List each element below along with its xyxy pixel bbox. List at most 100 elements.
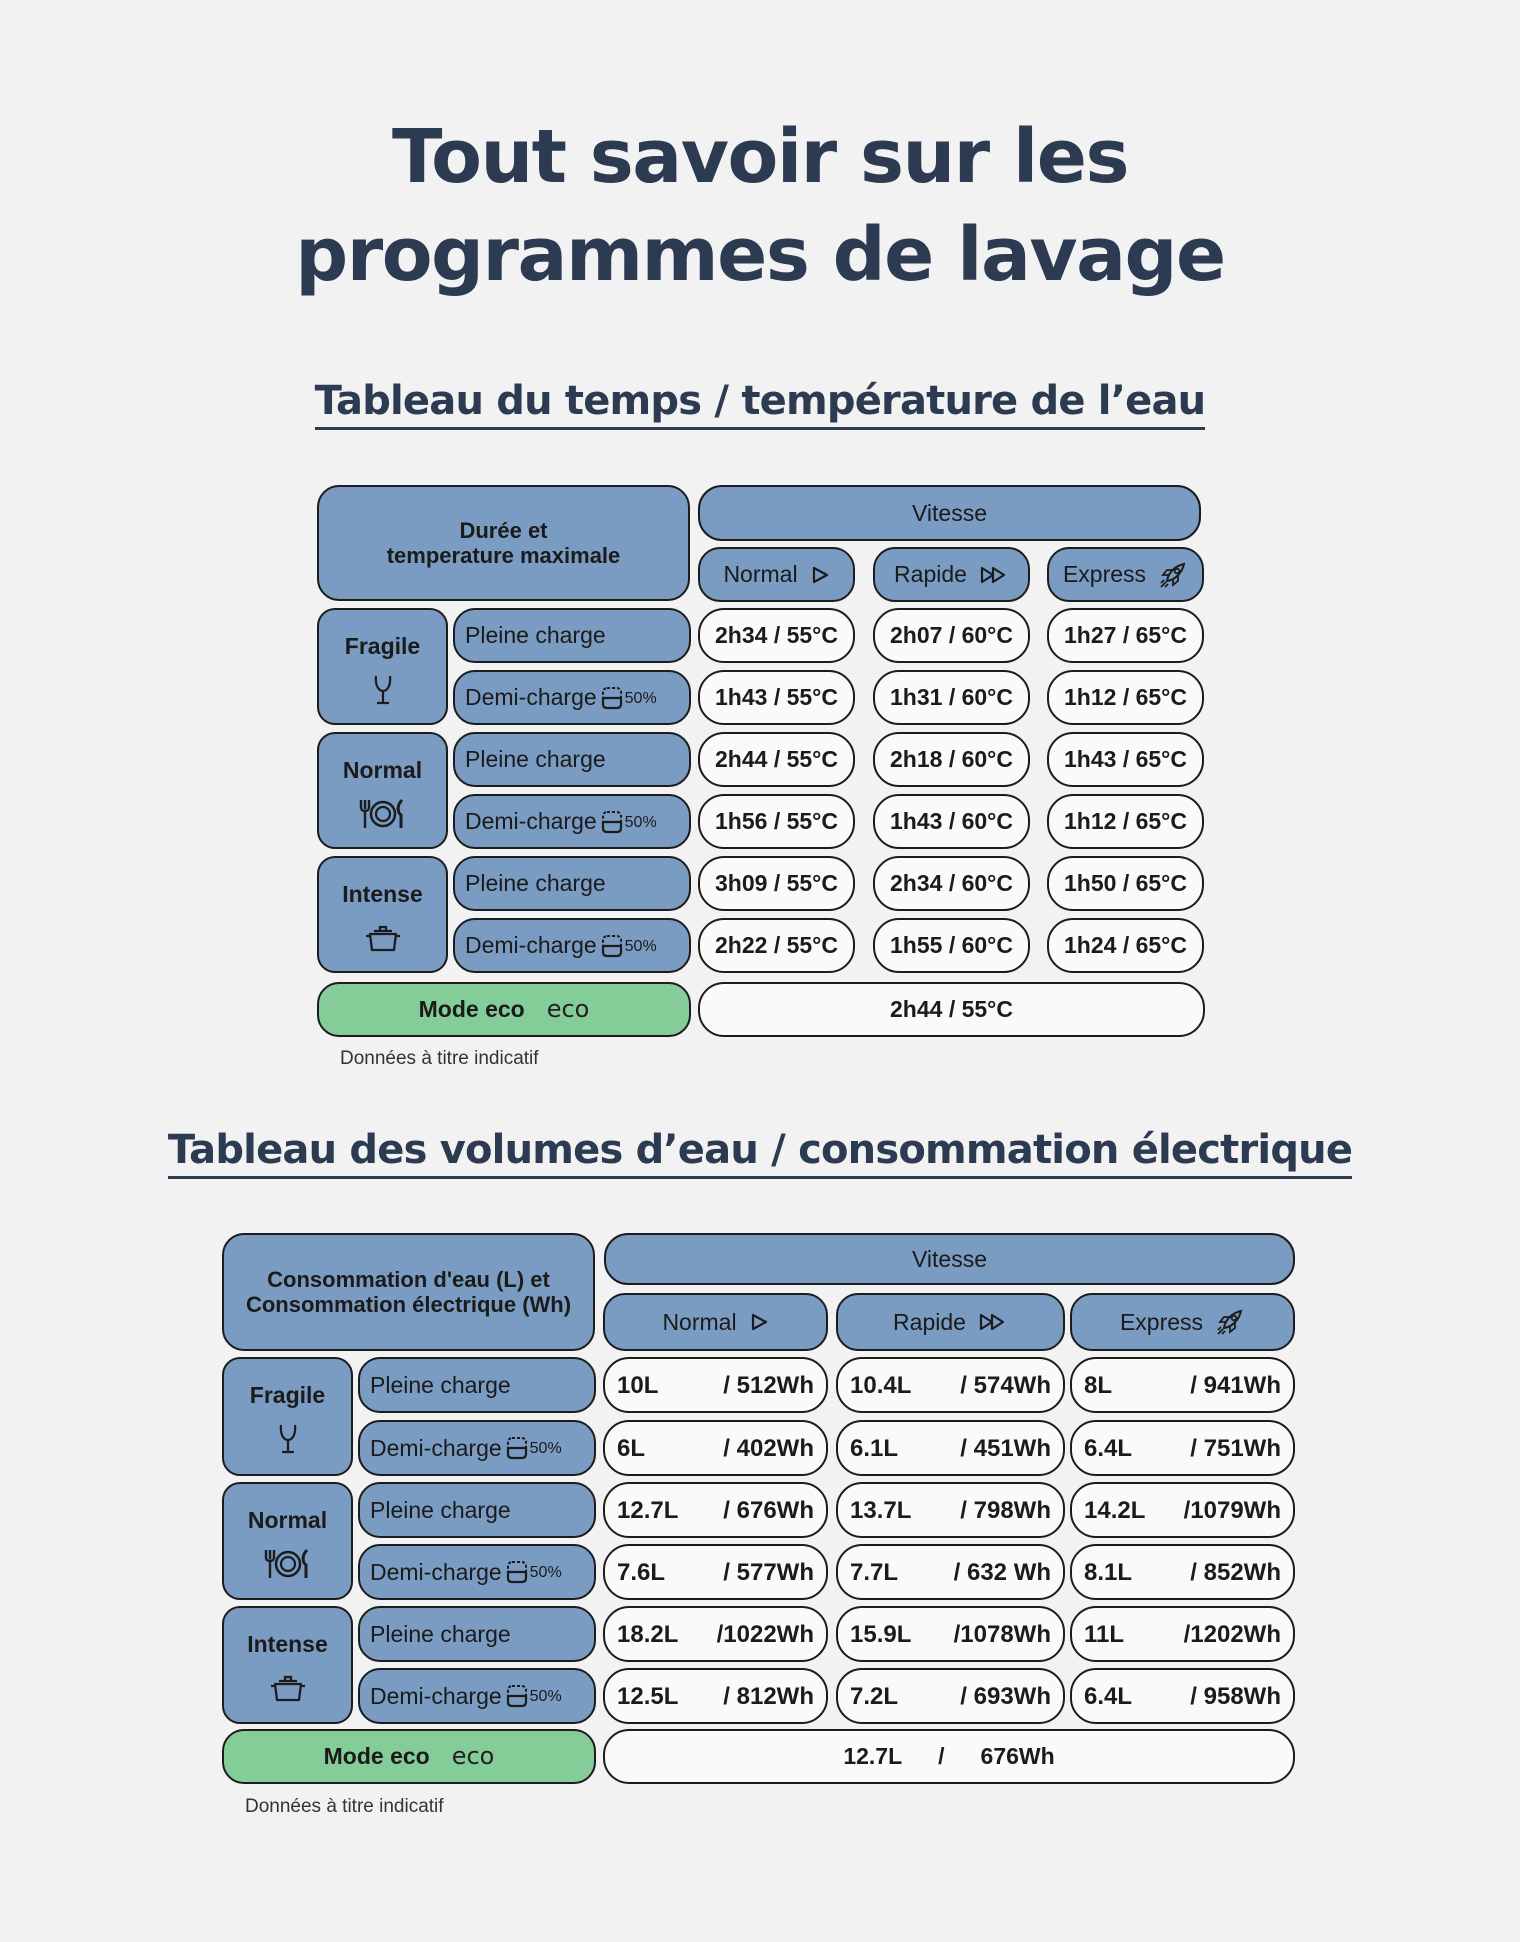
eco-icon: eco [546,995,590,1023]
eco-value: 2h44 / 55°C [890,996,1013,1022]
program-normal: Normal [222,1482,353,1600]
eco-mode-label: Mode eco eco [222,1729,596,1784]
water-volume: 11L [1084,1620,1125,1648]
table-cell: 6L/ 402Wh [603,1420,828,1476]
water-volume: 6.1L [850,1434,899,1462]
speed-rapide: Rapide [873,547,1030,602]
table-cell: 10L/ 512Wh [603,1357,828,1413]
energy-value: /1078Wh [953,1620,1051,1648]
water-volume: 13.7L [850,1496,912,1524]
program-normal: Normal [317,732,448,849]
program-fragile: Fragile [317,608,448,725]
half-percent-label: 50% [624,813,657,831]
program-fragile: Fragile [222,1357,353,1476]
load-label: Demi-charge [370,1434,502,1461]
load-label: Pleine charge [370,1496,511,1523]
cell-value: 1h55 / 60°C [890,932,1013,958]
plate-cutlery-icon [356,797,410,831]
water-volume: 6.4L [1084,1434,1133,1462]
eco-water: 12.7L [843,1743,903,1769]
half-load-icon: 50% [601,933,657,959]
speed-normal: Normal [698,547,855,602]
half-load-icon: 50% [506,1435,562,1461]
header-label-line1: Consommation d'eau (L) et [267,1267,550,1292]
water-volume: 6.4L [1084,1682,1133,1710]
table-cell: 8L / 941Wh [1070,1357,1295,1413]
half-load-icon: 50% [601,809,657,835]
table-cell: 7.7L/ 632 Wh [836,1544,1065,1600]
cell-value: 2h07 / 60°C [890,622,1013,648]
cell-value: 1h56 / 55°C [715,808,838,834]
energy-value: / 451Wh [960,1434,1051,1462]
eco-mode-value: 2h44 / 55°C [698,982,1205,1037]
program-label: Fragile [249,1382,326,1408]
table-cell: 1h50 / 65°C [1047,856,1204,911]
fast-forward-icon [978,1312,1008,1332]
eco-label: Mode eco [323,1743,430,1769]
fast-forward-icon [979,565,1009,585]
energy-value: / 941Wh [1190,1371,1281,1399]
half-load-icon: 50% [506,1683,562,1709]
energy-value: / 402Wh [723,1434,814,1462]
speed-normal: Normal [603,1293,828,1351]
energy-value: / 812Wh [723,1682,814,1710]
full-load-label: Pleine charge [453,732,691,787]
table1-heading: Tableau du temps / température de l’eau [0,378,1520,430]
half-percent-label: 50% [529,1440,562,1457]
table-cell: 2h34 / 60°C [873,856,1030,911]
half-load-label: Demi-charge 50% [358,1420,596,1476]
speed-label: Normal [662,1308,737,1335]
table-cell: 1h27 / 65°C [1047,608,1204,663]
speed-label: Express [1119,1308,1204,1335]
table-cell: 2h44 / 55°C [698,732,855,787]
water-volume: 7.2L [850,1682,899,1710]
energy-value: / 632 Wh [953,1558,1051,1586]
cell-value: 1h43 / 65°C [1064,746,1187,772]
speed-header: Vitesse [698,485,1201,541]
load-label: Pleine charge [370,1620,511,1647]
load-label: Demi-charge [465,684,597,710]
table-cell: 2h34 / 55°C [698,608,855,663]
speed-express: Express [1047,547,1204,602]
eco-separator: / [938,1743,945,1769]
plate-cutlery-icon [261,1547,315,1581]
table-cell: 15.9L/1078Wh [836,1606,1065,1662]
water-volume: 8.1L [1084,1558,1133,1586]
cell-value: 1h12 / 65°C [1064,808,1187,834]
program-label: Intense [247,1631,328,1657]
energy-value: / 512Wh [723,1371,814,1399]
table-cell: 1h55 / 60°C [873,918,1030,973]
load-label: Demi-charge [465,932,597,958]
load-label: Demi-charge [370,1558,502,1585]
program-label: Fragile [344,633,421,659]
cell-value: 2h18 / 60°C [890,746,1013,772]
energy-value: / 693Wh [960,1682,1051,1710]
speed-label: Normal [723,561,798,587]
eco-icon: eco [451,1742,495,1770]
energy-value: / 852Wh [1190,1558,1281,1586]
speed-header: Vitesse [604,1233,1295,1285]
half-percent-label: 50% [624,937,657,955]
speed-header-label: Vitesse [911,499,987,526]
header-label-line2: temperature maximale [386,543,621,568]
table-cell: 1h56 / 55°C [698,794,855,849]
table2-heading: Tableau des volumes d’eau / consommation… [0,1127,1520,1179]
table-cell: 8.1L / 852Wh [1070,1544,1295,1600]
water-volume: 8L [1084,1371,1113,1399]
speed-label: Express [1062,561,1147,587]
load-label: Pleine charge [465,870,606,896]
play-icon [810,565,830,585]
table-cell: 3h09 / 55°C [698,856,855,911]
rocket-icon [1158,560,1188,590]
table-cell: 11L/1202Wh [1070,1606,1295,1662]
eco-mode-value: 12.7L/676Wh [603,1729,1295,1784]
energy-value: /1079Wh [1183,1496,1281,1524]
pot-icon [363,921,403,955]
header-label-line2: Consommation électrique (Wh) [245,1292,572,1317]
table-cell: 1h43 / 55°C [698,670,855,725]
full-load-label: Pleine charge [358,1606,596,1662]
water-volume: 18.2L [617,1620,679,1648]
